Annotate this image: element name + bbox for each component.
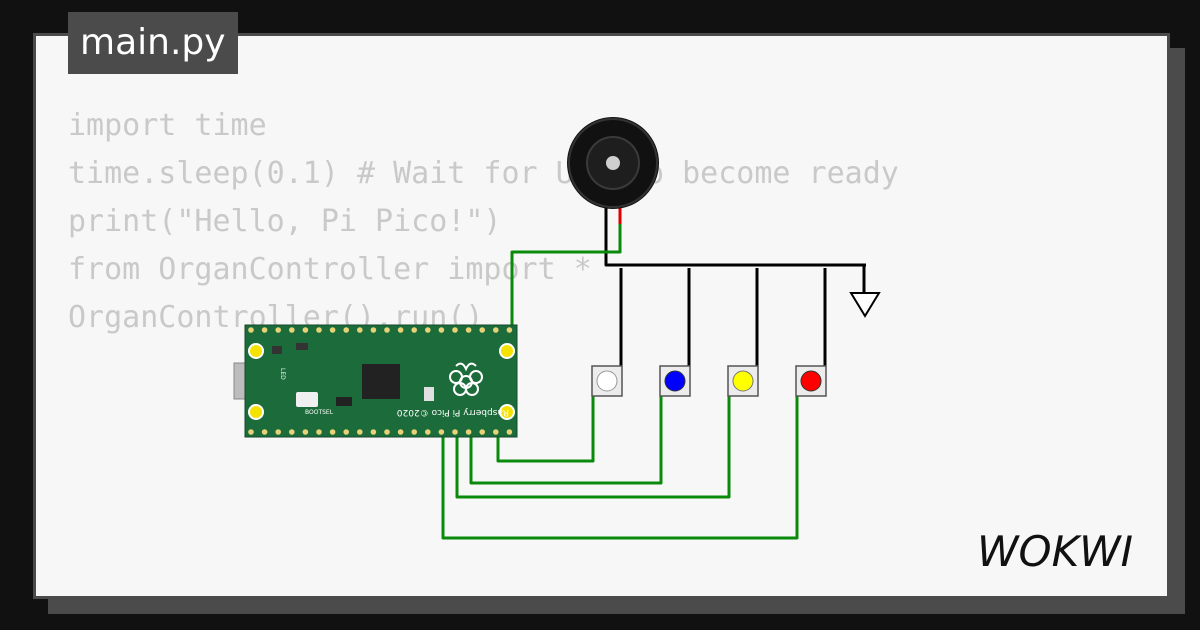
buzzer-signal-wire — [510, 210, 622, 330]
code-line: print("Hello, Pi Pico!") — [68, 204, 502, 239]
header-pin[interactable] — [357, 327, 363, 333]
led-label: LED — [279, 368, 286, 380]
header-pin[interactable] — [397, 429, 404, 435]
mounting-hole — [248, 404, 264, 420]
header-pin[interactable] — [261, 429, 268, 435]
header-pins-top — [248, 327, 513, 333]
file-tab[interactable]: main.py — [68, 12, 238, 74]
header-pin[interactable] — [343, 327, 350, 333]
board-name-label: Raspberry Pi Pico ©2020 — [397, 407, 509, 417]
header-pin[interactable] — [370, 327, 377, 333]
header-pin[interactable] — [384, 327, 390, 333]
header-pin[interactable] — [384, 429, 390, 435]
header-pin[interactable] — [438, 327, 445, 333]
bootsel-label: BOOTSEL — [305, 409, 334, 416]
smd-component — [296, 343, 308, 350]
header-pin[interactable] — [479, 327, 486, 333]
buzzer-center-icon — [606, 156, 620, 170]
header-pin[interactable] — [302, 327, 309, 333]
blue-button-wire — [469, 394, 663, 485]
header-pin[interactable] — [329, 429, 336, 435]
ground-wires — [604, 205, 866, 367]
header-pin[interactable] — [329, 327, 336, 333]
header-pin[interactable] — [465, 429, 472, 435]
rp2040-chip — [362, 364, 400, 399]
header-pin[interactable] — [465, 327, 472, 333]
header-pin[interactable] — [275, 429, 282, 435]
push-button-yellow[interactable] — [727, 365, 759, 397]
buzzer[interactable] — [567, 117, 659, 224]
header-pin[interactable] — [425, 429, 431, 435]
header-pin[interactable] — [248, 327, 254, 333]
code-line: import time — [68, 108, 267, 143]
led — [272, 346, 282, 354]
header-pin[interactable] — [438, 429, 445, 435]
header-pin[interactable] — [289, 429, 295, 435]
header-pin[interactable] — [411, 327, 418, 333]
signal-wires — [441, 210, 799, 540]
wokwi-logo: WOKWI — [977, 527, 1133, 576]
white-button-wire — [496, 394, 595, 463]
ground-symbol — [849, 292, 881, 318]
header-pin[interactable] — [452, 327, 458, 333]
header-pin[interactable] — [343, 429, 350, 435]
header-pin[interactable] — [302, 429, 309, 435]
header-pin[interactable] — [506, 429, 513, 435]
mounting-hole — [499, 404, 515, 420]
yellow-button-wire — [455, 394, 731, 499]
smd-component — [424, 387, 434, 401]
header-pin[interactable] — [397, 327, 404, 333]
header-pin[interactable] — [316, 327, 322, 333]
header-pin[interactable] — [452, 429, 458, 435]
wokwi-logo-text: WOKWI — [977, 527, 1133, 576]
push-button-blue[interactable] — [659, 365, 691, 397]
header-pin[interactable] — [275, 327, 282, 333]
raspberry-icon — [449, 362, 483, 396]
header-pin[interactable] — [370, 429, 377, 435]
mounting-hole — [499, 343, 515, 359]
push-button-red[interactable] — [795, 365, 827, 397]
mounting-hole — [248, 343, 264, 359]
header-pin[interactable] — [357, 429, 363, 435]
pi-pico-board[interactable]: BOOTSEL LED Raspberry Pi Pico ©2020 — [233, 324, 518, 438]
push-buttons — [591, 365, 827, 397]
bootsel-button[interactable] — [296, 392, 318, 407]
buzzer-ground-wire — [604, 205, 866, 267]
header-pin[interactable] — [493, 429, 499, 435]
code-line: from OrganController import * — [68, 252, 592, 287]
header-pin[interactable] — [261, 327, 268, 333]
header-pin[interactable] — [316, 429, 322, 435]
header-pin[interactable] — [493, 327, 499, 333]
header-pin[interactable] — [479, 429, 486, 435]
header-pin[interactable] — [425, 327, 431, 333]
header-pin[interactable] — [248, 429, 254, 435]
flash-chip — [336, 397, 352, 406]
header-pin[interactable] — [506, 327, 513, 333]
header-pins-bottom — [248, 429, 513, 435]
header-pin[interactable] — [289, 327, 295, 333]
red-button-wire — [441, 394, 799, 540]
header-pin[interactable] — [411, 429, 418, 435]
push-button-white[interactable] — [591, 365, 623, 397]
